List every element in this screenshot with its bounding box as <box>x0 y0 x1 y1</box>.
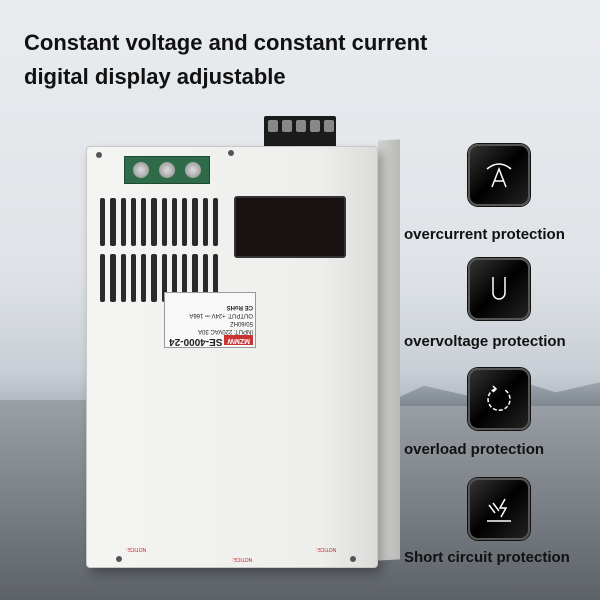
ammeter-icon <box>468 144 530 206</box>
input-terminal-pcb <box>124 156 210 184</box>
feature-label: Short circuit protection <box>404 549 570 566</box>
power-supply-side <box>378 139 400 561</box>
notice-text: NOTICE: <box>232 556 253 562</box>
frequency-rating: 50/60HZ <box>229 320 253 326</box>
output-rating: OUTPUT: +24V ⎓ 166A <box>189 312 253 318</box>
voltage-u-icon <box>468 258 530 320</box>
digital-display <box>234 196 346 258</box>
screw <box>228 150 234 156</box>
input-rating: INPUT: 220VAC 30A <box>198 328 253 334</box>
feature-label: overload protection <box>404 441 545 458</box>
product-label: MZMWSE-4000-24 INPUT: 220VAC 30A 50/60HZ… <box>164 292 256 348</box>
model-number: SE-4000-24 <box>169 336 223 347</box>
lightning-icon <box>468 478 530 540</box>
vent-slots <box>100 198 218 246</box>
rohs-mark: RoHS <box>226 304 243 310</box>
headline-line-2: digital display adjustable <box>24 64 286 89</box>
screw <box>350 556 356 562</box>
headline-line-1: Constant voltage and constant current <box>24 30 428 55</box>
feature-label: overvoltage protection <box>404 333 566 350</box>
ce-mark: CE <box>244 304 253 310</box>
brand-logo: MZMW <box>224 335 253 345</box>
notice-text: NOTICE: <box>126 546 147 552</box>
vent-slots <box>100 254 218 302</box>
feature-label: overcurrent protection <box>404 226 565 243</box>
circular-arrow-icon <box>468 368 530 430</box>
screw <box>96 152 102 158</box>
screw <box>116 556 122 562</box>
notice-text: NOTICE: <box>316 546 337 552</box>
